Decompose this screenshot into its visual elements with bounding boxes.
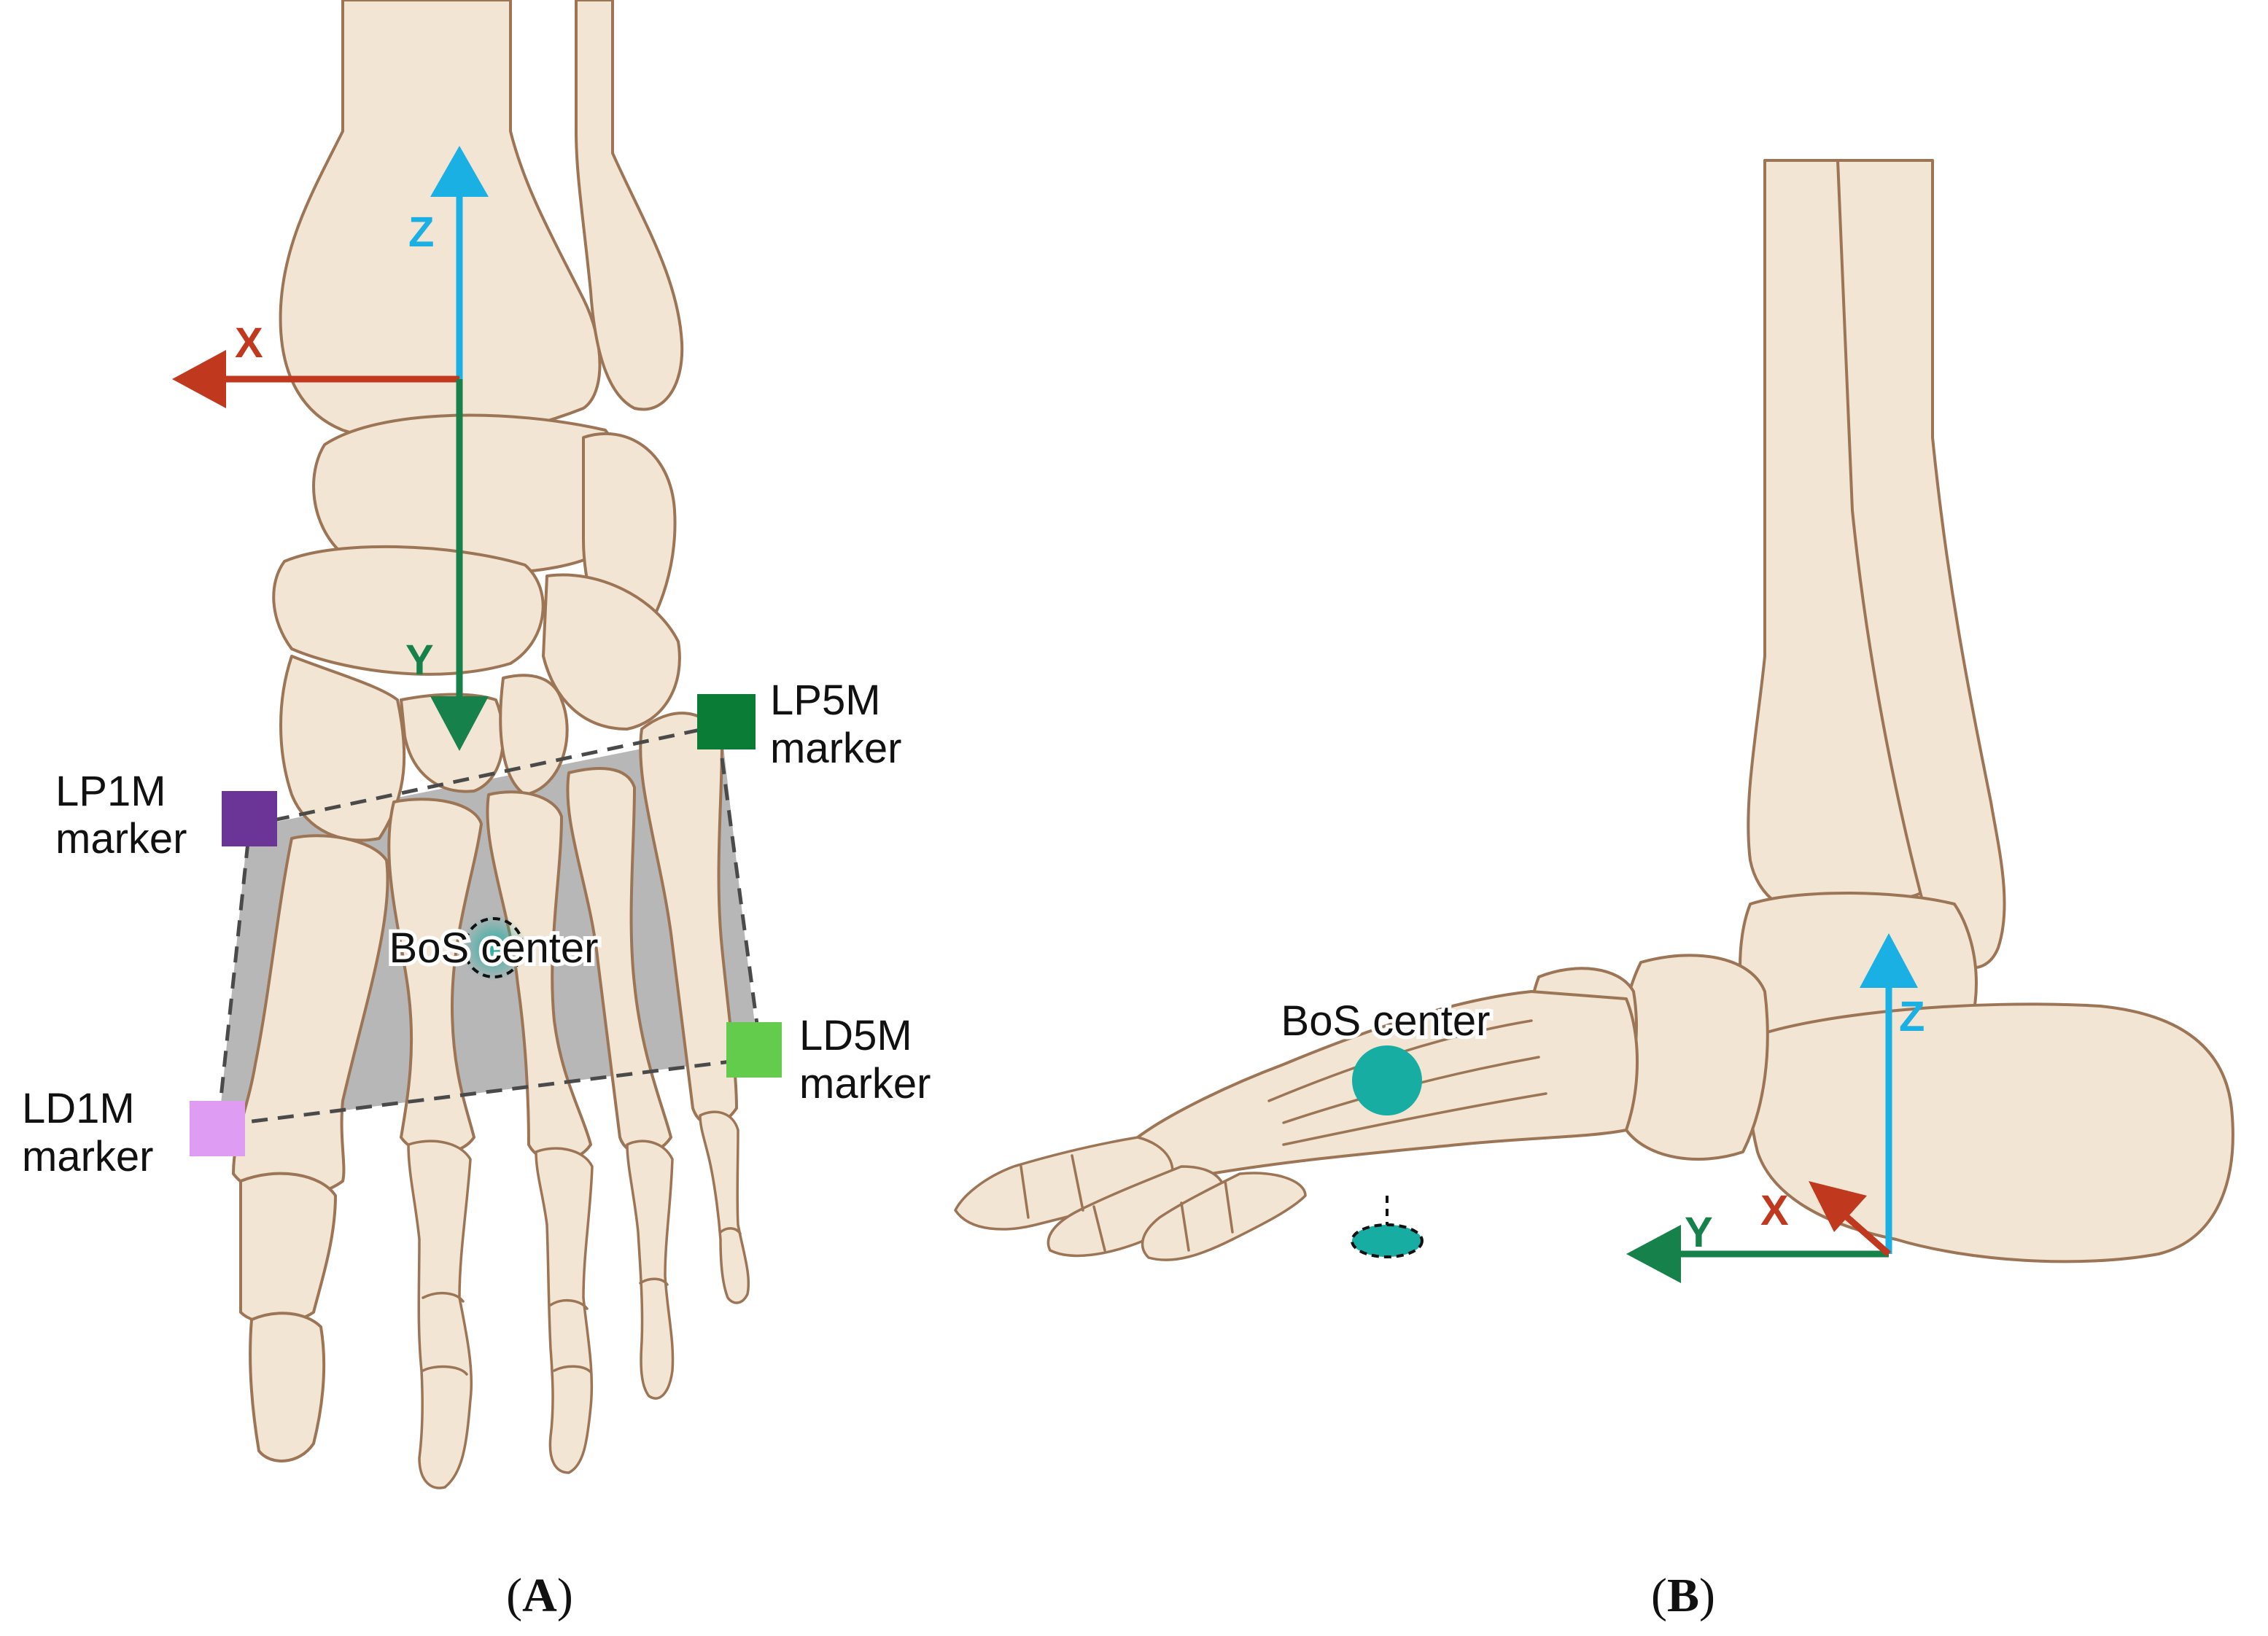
panel-a-label: (A) <box>506 1569 573 1622</box>
toes-lateral-3 <box>1141 1172 1307 1261</box>
toe-4-phalanges <box>626 1140 675 1400</box>
toe-5-phalanges <box>699 1110 750 1304</box>
fibula-lateral <box>1836 159 2006 970</box>
bos-center-label-b: BoS center <box>1281 997 1491 1045</box>
ld5m-label-line1: LD5M <box>799 1012 912 1059</box>
axis-y-label-b: Y <box>1685 1209 1713 1256</box>
lp1m-label-line2: marker <box>55 815 187 862</box>
lateral-cuneiform <box>499 674 569 796</box>
midfoot-lateral <box>1617 954 1769 1161</box>
marker-connector-lines <box>218 727 761 1125</box>
toe-joint-lines-lateral <box>1020 1154 1234 1252</box>
panel-a-dorsal-view: BoS center LP1M marker LP5M marker LD5M … <box>22 0 931 1622</box>
arrow-x-icon-b <box>1809 1181 1891 1257</box>
lp5m-label-line1: LP5M <box>770 677 881 724</box>
arrow-z-icon-b <box>1860 933 1918 1254</box>
ld1m-label-line1: LD1M <box>22 1085 135 1132</box>
bos-center-dot-icon <box>460 914 527 981</box>
bos-center-outline <box>463 917 524 978</box>
toe-2-phalanges <box>407 1140 473 1489</box>
metatarsal-1 <box>232 834 389 1199</box>
bos-center-dot-icon-b <box>1352 1045 1422 1115</box>
metatarsal-2 <box>387 798 483 1156</box>
axis-y-label-a: Y <box>405 636 434 684</box>
tibia <box>279 0 602 443</box>
hallux-distal-phalanx <box>249 1312 326 1462</box>
hallux-proximal-phalanx <box>238 1172 337 1325</box>
calcaneus-lateral-view <box>1747 1002 2234 1263</box>
phalanx-joint-lines <box>422 1227 742 1376</box>
arrow-y-icon <box>430 379 489 751</box>
lp5m-label-line2: marker <box>770 725 901 772</box>
panel-b-lateral-view: BoS center Z Y X (B) <box>954 146 2234 1622</box>
lp1m-label-line1: LP1M <box>55 768 166 815</box>
panel-b-label: (B) <box>1651 1569 1715 1622</box>
arrow-x-icon <box>172 350 459 408</box>
metatarsal-5 <box>639 712 738 1126</box>
medial-cuneiform <box>279 655 406 842</box>
lp1m-marker-square-icon <box>222 791 277 846</box>
ld5m-label-line2: marker <box>799 1060 931 1107</box>
navicular <box>272 545 545 676</box>
arrow-y-icon-b <box>1626 1225 1889 1283</box>
axis-x-label-a: X <box>235 319 263 367</box>
ld1m-marker-square-icon <box>190 1101 245 1156</box>
shaft-fade <box>1750 146 1969 175</box>
lp5m-marker-square-icon <box>697 694 756 749</box>
axis-x-label-b: X <box>1760 1187 1789 1234</box>
bos-center-label: BoS center <box>389 924 599 972</box>
axis-z-label-a: Z <box>408 209 434 256</box>
metatarsal-4 <box>566 767 672 1156</box>
ld5m-marker-square-icon <box>726 1022 782 1078</box>
arrow-z-icon <box>430 146 489 379</box>
toe-3-phalanges <box>535 1147 594 1474</box>
cuboid <box>542 573 681 731</box>
fibula <box>575 0 684 411</box>
bos-projection-ellipse <box>1351 1223 1424 1258</box>
ld1m-label-line2: marker <box>22 1133 153 1180</box>
axis-z-label-b: Z <box>1899 993 1925 1040</box>
